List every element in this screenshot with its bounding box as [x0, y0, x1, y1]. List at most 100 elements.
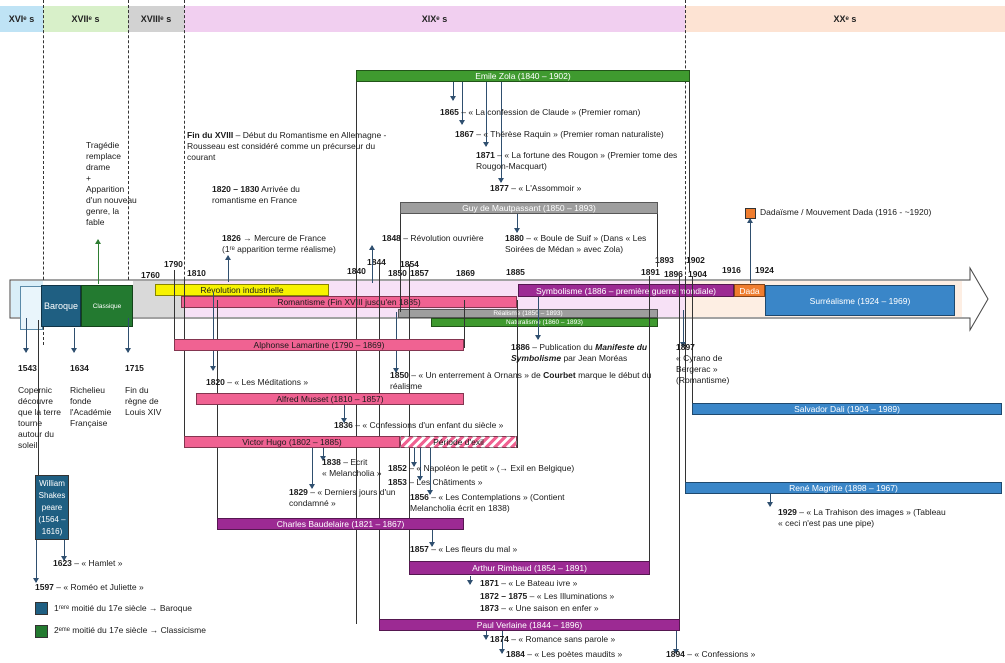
note-1852-year: 1852: [388, 463, 407, 473]
note-1880-year: 1880: [505, 233, 524, 243]
note-1857-text: – « Les fleurs du mal »: [428, 544, 518, 554]
note-1543-year: 1543: [18, 363, 37, 373]
arrow-1836: [341, 404, 347, 423]
note-1623: 1623 – « Hamlet »: [53, 558, 122, 569]
note-1836-year: 1836: [334, 420, 353, 430]
century-19: XIXᵉ s: [184, 6, 685, 32]
arrow-1826: [225, 255, 231, 282]
separator-1900: [685, 0, 686, 345]
note-1873-year: 1873: [480, 603, 499, 613]
note-1848-text: – Révolution ouvrière: [400, 233, 484, 243]
note-1829-year: 1829: [289, 487, 308, 497]
note-1856: 1856 – « Les Contemplations » (Contient …: [410, 492, 565, 514]
arrow-1634: [71, 328, 77, 353]
bar-classique: Classique: [81, 285, 133, 327]
note-1884: 1884 – « Les poètes maudits »: [506, 649, 622, 660]
arrow-1853: [417, 446, 423, 481]
legend-baroque-square-icon: [35, 602, 48, 615]
arrow-1715: [125, 318, 131, 353]
year-1904: 1904: [688, 269, 707, 279]
note-1715: 1715 Fin du règne de Louis XIV: [125, 363, 161, 418]
note-1897-a: « Cyrano de: [676, 353, 723, 363]
line-rimbaud: [409, 264, 410, 572]
year-1810: 1810: [187, 268, 206, 278]
arrow-1871: [483, 82, 489, 147]
bar-maupassant: Guy de Mautpassant (1850 – 1893): [400, 202, 658, 214]
bar-romantisme: Romantisme (Fin XVIII jusqu'en 1885): [181, 296, 517, 308]
note-1543: 1543 Copernic découvre que la terre tour…: [18, 363, 61, 451]
note-1894-text: – « Confessions »: [684, 649, 756, 659]
arrow-1856: [427, 446, 433, 495]
note-fin-xviii: Fin du XVIII – Début du Romantisme en Al…: [187, 130, 386, 163]
legend-baroque: 1ʳᵉʳᵉ moitié du 17e siècle → Baroque: [54, 603, 192, 613]
bar-symbolisme: Symbolisme (1886 – première guerre mondi…: [518, 284, 734, 297]
note-tragedie: Tragédie remplace drame + Apparition d'u…: [86, 140, 137, 228]
note-fin-xviii-1: – Début du Romantisme en Allemagne -: [233, 130, 387, 140]
note-1894-year: 1894: [666, 649, 685, 659]
year-1924: 1924: [755, 265, 774, 275]
note-1634-d: Française: [70, 418, 108, 428]
shakespeare-line-3: peare: [41, 503, 63, 512]
arrow-1857b: [429, 530, 435, 547]
note-1856-year: 1856: [410, 492, 429, 502]
arrow-1884: [499, 631, 505, 654]
note-1871-a: – « La fortune des Rougon » (Premier tom…: [494, 150, 678, 160]
note-1623-text: – « Hamlet »: [71, 558, 123, 568]
line-baudelaire: [217, 300, 218, 526]
note-1929-a: – « La Trahison des images » (Tableau: [796, 507, 946, 517]
arrow-1877: [498, 82, 504, 183]
year-1869: 1869: [456, 268, 475, 278]
note-1829-a: – « Derniers jours d'un: [307, 487, 396, 497]
bar-revolution: Révolution industrielle: [155, 284, 329, 296]
note-1853-text: – Les Châtiments »: [406, 477, 483, 487]
century-18: XVIIIᵉ s: [128, 6, 184, 32]
line-dali: [692, 276, 693, 412]
note-1874-text: – « Romance sans parole »: [508, 634, 616, 644]
note-1597: 1597 – « Roméo et Juliette »: [35, 582, 144, 593]
note-1820-med-text: – « Les Méditations »: [224, 377, 309, 387]
note-1634-a: Richelieu: [70, 385, 105, 395]
arrow-1874: [483, 631, 489, 640]
year-1896: 1896: [664, 269, 683, 279]
arrow-1848: [369, 245, 375, 283]
note-1886: 1886 – Publication du Manifeste du Symbo…: [511, 342, 647, 364]
bar-magritte: René Magritte (1898 – 1967): [685, 482, 1002, 494]
bar-baudelaire: Charles Baudelaire (1821 – 1867): [217, 518, 464, 530]
arrow-dada: [747, 218, 753, 283]
line-rimbaud-right: [649, 276, 650, 573]
note-1826-year: 1826: [222, 233, 241, 243]
year-1844: 1844: [367, 257, 386, 267]
note-1929: 1929 – « La Trahison des images » (Table…: [778, 507, 946, 529]
note-1867-text: – « Thérèse Raquin » (Premier roman natu…: [473, 129, 664, 139]
year-1850: 1850: [388, 268, 407, 278]
bar-dada: Dada: [734, 284, 765, 297]
line-hugo: [184, 280, 185, 443]
line-shakespeare: [38, 320, 39, 480]
note-1850-a: – « Un enterrement à Ornans » de: [408, 370, 544, 380]
note-1865-text: – « La confession de Claude » (Premier r…: [458, 107, 641, 117]
bar-rimbaud: Arthur Rimbaud (1854 – 1891): [409, 561, 650, 575]
note-1715-a: Fin du: [125, 385, 149, 395]
note-1872-text: – « Les Illuminations »: [527, 591, 615, 601]
line-verlaine-right: [679, 276, 680, 626]
note-1820-1830-b: romantisme en France: [212, 195, 298, 205]
note-1872: 1872 – 1875 – « Les Illuminations »: [480, 591, 614, 602]
note-1820-1830: 1820 – 1830 Arrivée du romantisme en Fra…: [212, 184, 300, 206]
note-1867: 1867 – « Thérèse Raquin » (Premier roman…: [455, 129, 664, 140]
arrow-1897: [680, 310, 686, 347]
shakespeare-line-4: (1564 –: [38, 515, 66, 524]
arrow-1543: [23, 318, 29, 353]
note-trag-1: Tragédie: [86, 140, 120, 150]
note-1543-a: Copernic: [18, 385, 53, 395]
note-1880: 1880 – « Boule de Suif » (Dans « Les Soi…: [505, 233, 646, 255]
note-1820-1830-a: Arrivée du: [259, 184, 300, 194]
note-1838: 1838 – Ecrit « Melancholia »: [322, 457, 382, 479]
arrow-tragedie: [95, 239, 101, 284]
note-1897-year: 1897: [676, 342, 695, 352]
note-1929-year: 1929: [778, 507, 797, 517]
note-trag-7: genre, la: [86, 206, 120, 216]
arrow-1886: [535, 297, 541, 340]
note-1715-c: Louis XIV: [125, 407, 162, 417]
note-1850-year: 1850: [390, 370, 409, 380]
note-1873: 1873 – « Une saison en enfer »: [480, 603, 599, 614]
